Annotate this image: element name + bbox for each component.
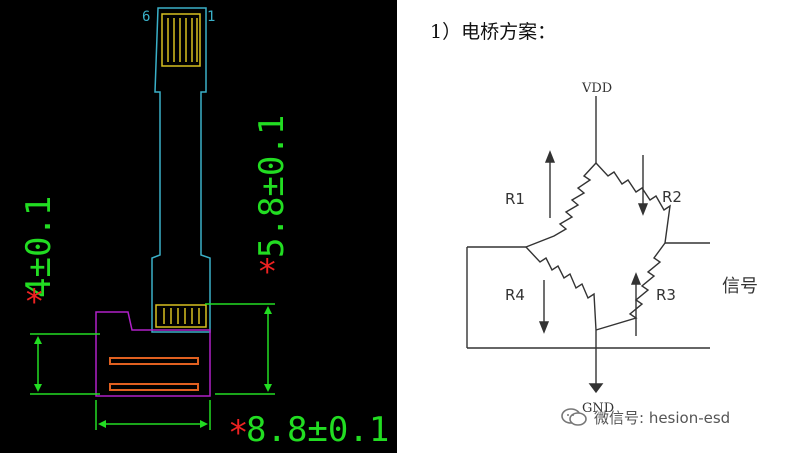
asterisk-body-height: * (24, 282, 44, 322)
watermark: 微信号: hesion-esd (560, 406, 730, 428)
label-gnd: GND (582, 401, 614, 416)
resistor-r2 (595, 162, 671, 244)
label-signal: 信号 (722, 276, 758, 297)
dimension-lines (30, 303, 275, 430)
label-r1: R1 (505, 190, 525, 208)
resistor-r3 (595, 242, 666, 331)
label-r4: R4 (505, 286, 525, 304)
bridge-heading: 1）电桥方案： (430, 21, 557, 43)
label-vdd: VDD (581, 81, 612, 96)
wechat-icon (561, 408, 587, 426)
resistor-r4 (525, 246, 597, 331)
bottom-contact-pads (155, 304, 207, 328)
asterisk-total-height: * (257, 252, 277, 292)
wheatstone-bridge-diagram: VDD GND R1 R2 R4 R3 信号 (466, 81, 758, 416)
strain-arrows (538, 150, 649, 394)
sensor-body-outline (95, 311, 211, 397)
flex-cable-outline (151, 7, 211, 333)
label-r3: R3 (656, 286, 676, 304)
cad-drawing: 6 1 (0, 0, 397, 453)
dim-height-total: 5.8±0.1 (252, 115, 292, 258)
pin-label-left: 6 (142, 9, 150, 25)
pin-label-right: 1 (207, 9, 215, 25)
body-pads (109, 357, 199, 391)
label-r2: R2 (662, 188, 682, 206)
dim-width: 8.8±0.1 (246, 410, 389, 450)
asterisk-width: * (228, 413, 248, 453)
watermark-text: 微信号: hesion-esd (594, 408, 731, 427)
dim-height-body: 4±0.1 (19, 196, 59, 298)
dimension-arrows (34, 306, 272, 428)
resistor-r1 (525, 162, 597, 248)
bridge-wires (466, 96, 710, 388)
top-gold-fingers (161, 13, 201, 67)
